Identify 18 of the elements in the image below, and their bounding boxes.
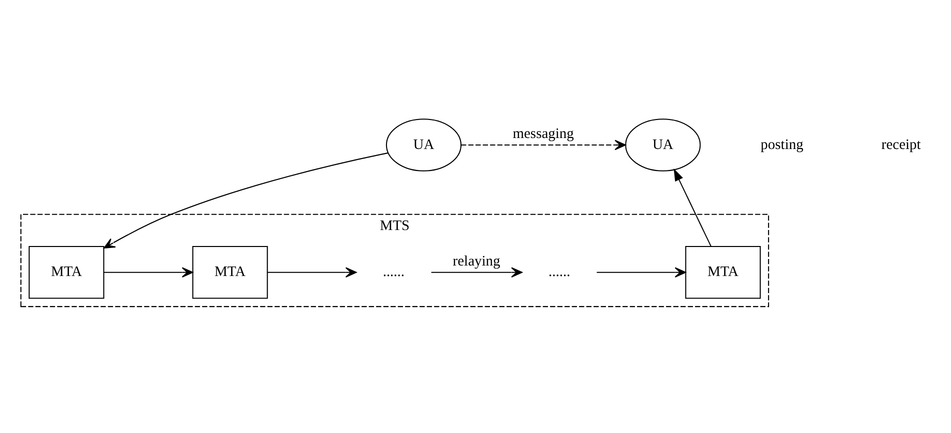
edge-label: messaging <box>512 125 574 142</box>
arrow <box>104 152 388 248</box>
edge-label: relaying <box>452 252 500 269</box>
node-box: MTA <box>685 246 761 298</box>
arrow <box>596 266 686 278</box>
label: posting <box>760 136 804 152</box>
node-box: MTA <box>28 246 104 298</box>
arrow <box>461 139 626 150</box>
arrow <box>431 266 522 278</box>
node-text: ...... <box>382 264 405 280</box>
arrow <box>267 266 357 278</box>
node-ellipse: UA <box>625 118 701 171</box>
node-ellipse: UA <box>386 118 462 171</box>
label: receipt <box>881 136 921 152</box>
node-box: MTA <box>192 246 268 298</box>
node-text: ...... <box>548 264 570 280</box>
arrow <box>674 168 712 246</box>
arrow <box>104 266 194 278</box>
